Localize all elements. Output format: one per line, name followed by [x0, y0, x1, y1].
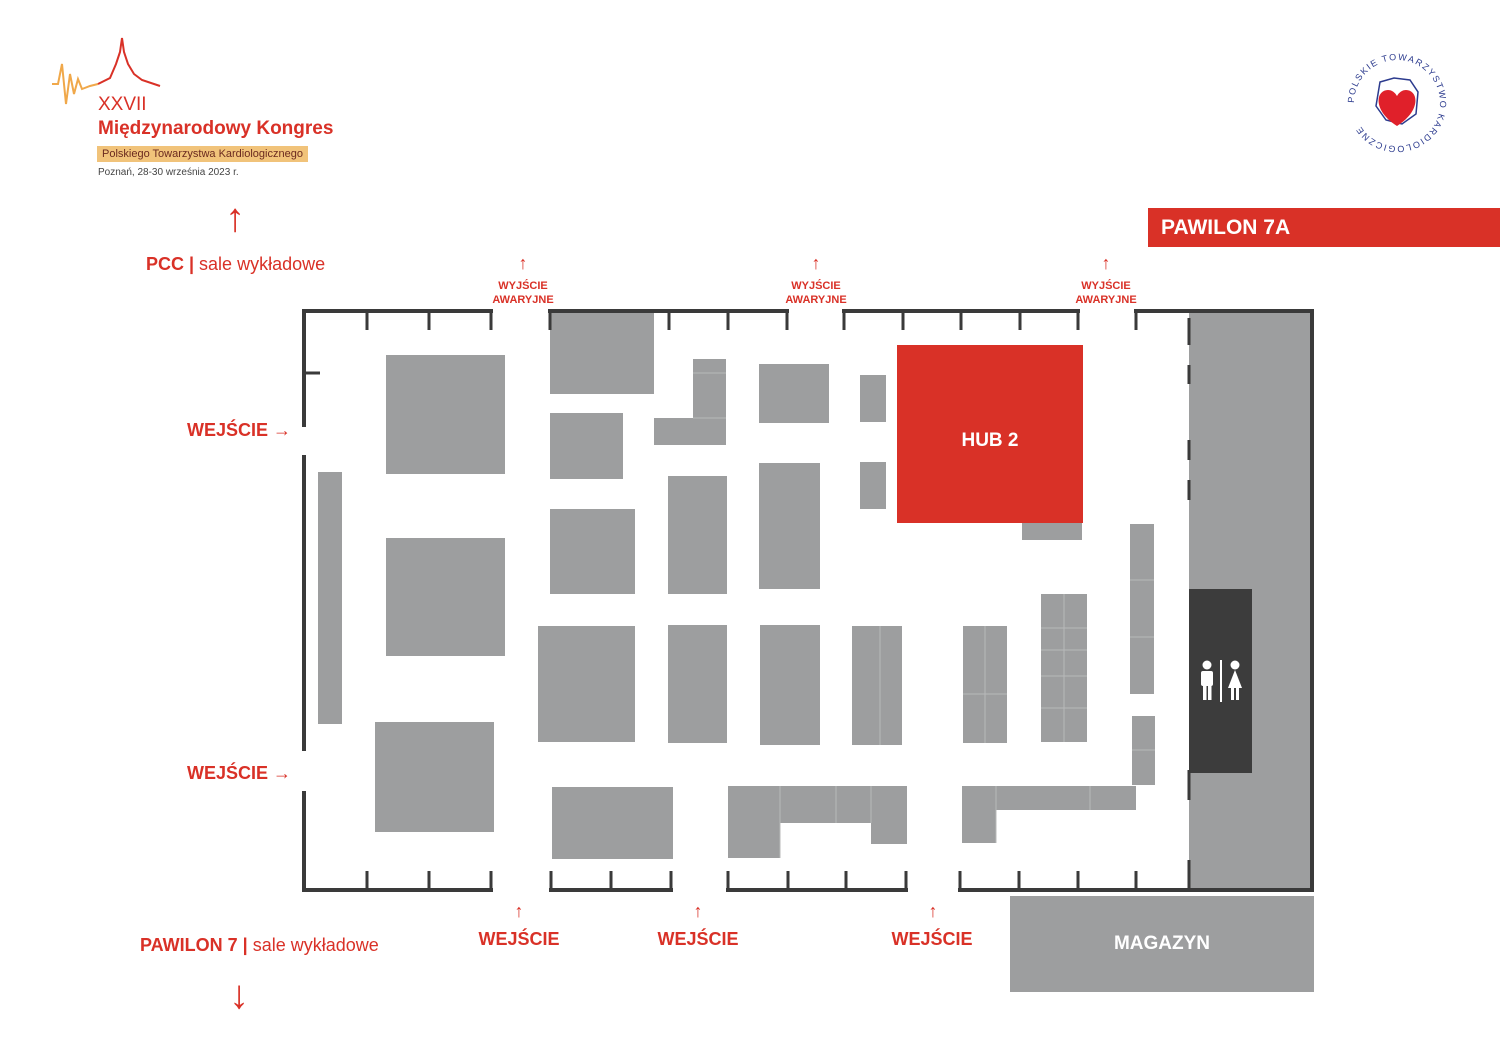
booth: [552, 787, 673, 859]
restroom-icon: [1201, 660, 1242, 702]
down-arrow-icon: ↓: [229, 973, 249, 1017]
booth: [860, 462, 886, 509]
booth: [386, 355, 505, 474]
booth: [375, 722, 494, 832]
storage-area: [1010, 896, 1314, 992]
pavilion-tag: PAWILON 7A: [1148, 208, 1500, 247]
bottom-entrance-1: WEJŚCIE: [478, 929, 560, 949]
heart-icon: [1378, 90, 1416, 126]
up-arrow-icon: ↑: [693, 901, 703, 921]
booth: [550, 313, 654, 394]
booth: [760, 625, 820, 745]
congress-title: Międzynarodowy Kongres: [98, 118, 334, 139]
emergency-exit-3: WYJŚCIE AWARYJNE: [1075, 280, 1137, 306]
congress-edition: XXVII: [98, 94, 147, 115]
bottom-entrance-2: WEJŚCIE: [657, 929, 739, 949]
up-arrow-icon: ↑: [518, 253, 528, 273]
booth: [386, 538, 505, 656]
booth: [871, 786, 907, 844]
up-arrow-icon: ↑: [225, 196, 245, 240]
hub-2: [897, 345, 1083, 523]
direction-pcc: PCC | sale wykładowe: [146, 254, 326, 274]
up-arrow-icon: ↑: [928, 901, 938, 921]
booth: [759, 364, 829, 423]
booth: [538, 626, 635, 742]
booth: [852, 626, 902, 745]
direction-pavilion-7: PAWILON 7 | sale wykładowe: [140, 935, 379, 955]
bottom-entrance-3: WEJŚCIE: [891, 929, 973, 949]
storage-label: MAGAZYN: [1113, 933, 1211, 954]
left-entrance-1: WEJŚCIE →: [187, 420, 292, 440]
booth: [668, 476, 727, 594]
booth: [550, 509, 635, 594]
booth: [860, 375, 886, 422]
pavilion-tag-label: PAWILON 7A: [1161, 216, 1291, 239]
booth: [654, 418, 726, 445]
up-arrow-icon: ↑: [1101, 253, 1111, 273]
booth: [1022, 523, 1082, 540]
congress-subtitle: Polskiego Towarzystwa Kardiologicznego: [97, 146, 308, 162]
booth: [962, 786, 1136, 810]
up-arrow-icon: ↑: [514, 901, 524, 921]
booth: [550, 413, 623, 479]
emergency-exit-1: WYJŚCIE AWARYJNE: [492, 280, 554, 306]
society-seal-logo: POLSKIE TOWARZYSTWO KARDIOLOGICZNE: [1346, 52, 1447, 154]
hub-2-label: HUB 2: [961, 430, 1019, 451]
booth: [668, 625, 727, 743]
emergency-exit-2: WYJŚCIE AWARYJNE: [785, 280, 847, 306]
booth: [318, 472, 342, 724]
congress-date: Poznań, 28-30 września 2023 r.: [98, 167, 239, 178]
congress-logo-graphic: [52, 37, 161, 105]
booth: [1130, 524, 1154, 694]
left-entrance-2: WEJŚCIE →: [187, 763, 292, 783]
up-arrow-icon: ↑: [811, 253, 821, 273]
booth: [759, 463, 820, 589]
